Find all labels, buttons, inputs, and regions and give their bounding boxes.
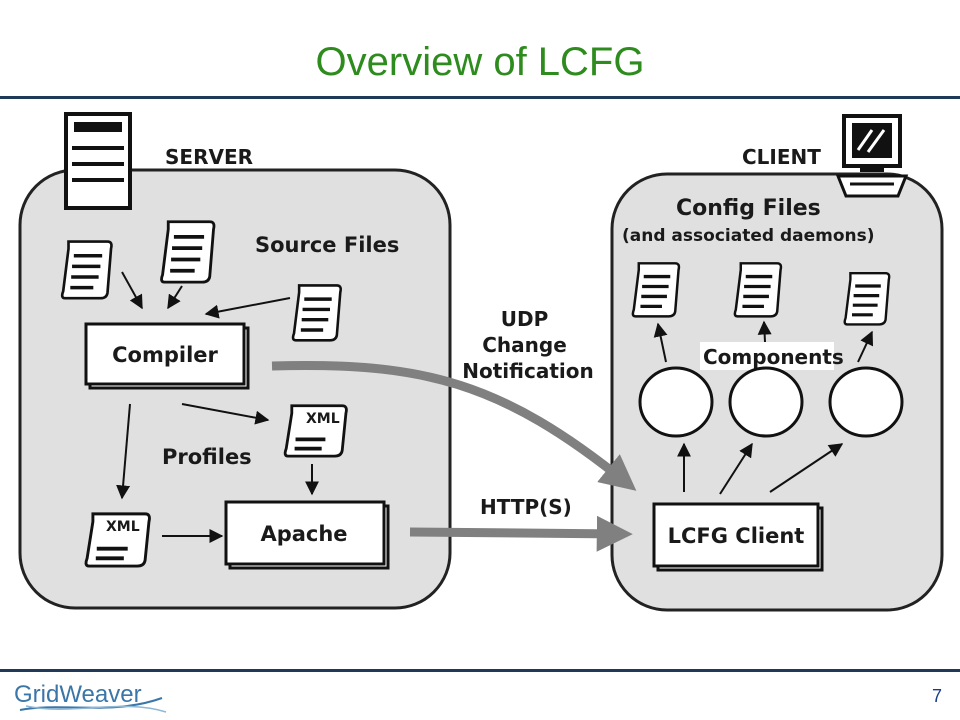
config-files-sublabel: (and associated daemons) [622,226,875,246]
component-arrow [653,322,668,363]
client-arrow [719,442,753,495]
udp-label-line: Change [482,333,567,357]
source-files-label: Source Files [255,233,399,257]
xml-label: XML [306,411,340,427]
source-file-icon [291,283,343,342]
lcfg-client-box [652,502,820,568]
server-icon [64,112,132,210]
client-arrow [769,443,844,493]
component-circle [828,366,904,438]
profiles-label: Profiles [162,445,252,469]
xml-label: XML [106,519,140,535]
source-arrow [204,297,291,319]
footer-rule [0,669,960,672]
component-circle [638,366,714,438]
page-number: 7 [931,686,942,706]
slide-title: Overview of LCFG [315,40,645,84]
udp-label-line: Notification [462,359,593,383]
lcfg-client-label: LCFG Client [668,524,805,548]
server-label: SERVER [165,145,253,169]
http-flow-arrow [409,515,633,552]
config-files-label: Config Files [676,196,821,221]
components-label: Components [703,345,844,369]
compiler-arrow [116,403,131,500]
apache-label: Apache [260,522,347,546]
http-label: HTTP(S) [480,495,572,519]
config-file-icon [842,271,892,326]
source-file-icon [160,219,216,284]
compiler-label: Compiler [112,343,218,367]
logo-text: GridWeaver [14,681,142,708]
source-arrow [121,271,143,310]
client-label: CLIENT [742,145,821,169]
lcfg-diagram: SERVER Source Files Compiler Profiles XM… [18,112,944,612]
apache-box [224,500,386,566]
component-arrow [857,330,874,363]
config-file-icon [732,261,783,318]
compiler-arrow [181,403,270,425]
title-rule [0,96,960,99]
config-file-icon [630,261,681,318]
udp-flow-arrow [271,361,637,491]
component-circle [728,366,804,438]
source-file-icon [60,239,114,300]
udp-label-line: UDP [501,307,549,331]
gridweaver-logo: GridWeaver [14,681,167,713]
source-arrow [167,285,183,310]
computer-icon [835,114,909,198]
udp-label: UDP Change Notification [462,307,593,383]
